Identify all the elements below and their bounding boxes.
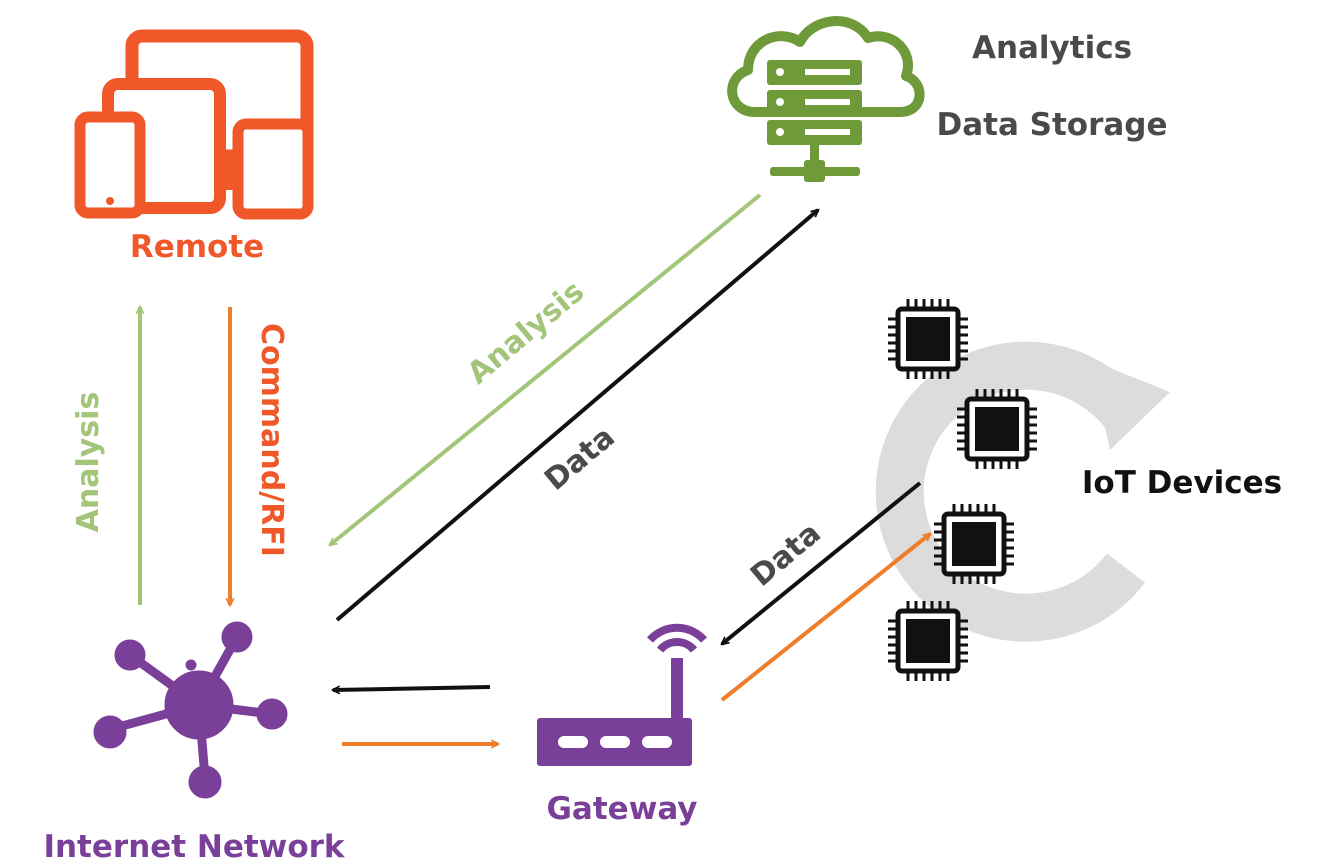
edge-label-analysis-vertical: Analysis <box>71 392 106 533</box>
edge-label-data-iot: Data <box>744 516 828 594</box>
internet-network-label: Internet Network <box>43 829 345 865</box>
chip-icon <box>888 299 968 379</box>
network-hub-icon <box>93 621 288 799</box>
iot-devices-label: IoT Devices <box>1082 465 1282 501</box>
chip-icon <box>957 389 1037 469</box>
chip-icon <box>888 601 968 681</box>
data-storage-label: Data Storage <box>936 107 1167 143</box>
cloud-server-icon <box>727 16 925 182</box>
edge-iot-to-gateway <box>722 481 922 644</box>
router-icon <box>537 623 707 766</box>
edge-network-to-cloud <box>335 210 818 622</box>
devices-icon <box>74 29 314 220</box>
edge-cloud-to-network <box>330 193 762 545</box>
chip-icon <box>934 504 1014 584</box>
edge-label-data-diagonal: Data <box>538 420 622 498</box>
edge-label-command-rfi: Command/RFI <box>254 323 289 557</box>
analytics-label: Analytics <box>972 30 1132 66</box>
remote-label: Remote <box>130 229 264 265</box>
edge-gateway-to-iot <box>720 534 930 702</box>
gateway-label: Gateway <box>546 791 697 827</box>
cycle-arrow-icon <box>875 341 1170 642</box>
edge-label-analysis-diagonal: Analysis <box>461 274 591 391</box>
edge-gateway-to-network <box>333 685 491 690</box>
